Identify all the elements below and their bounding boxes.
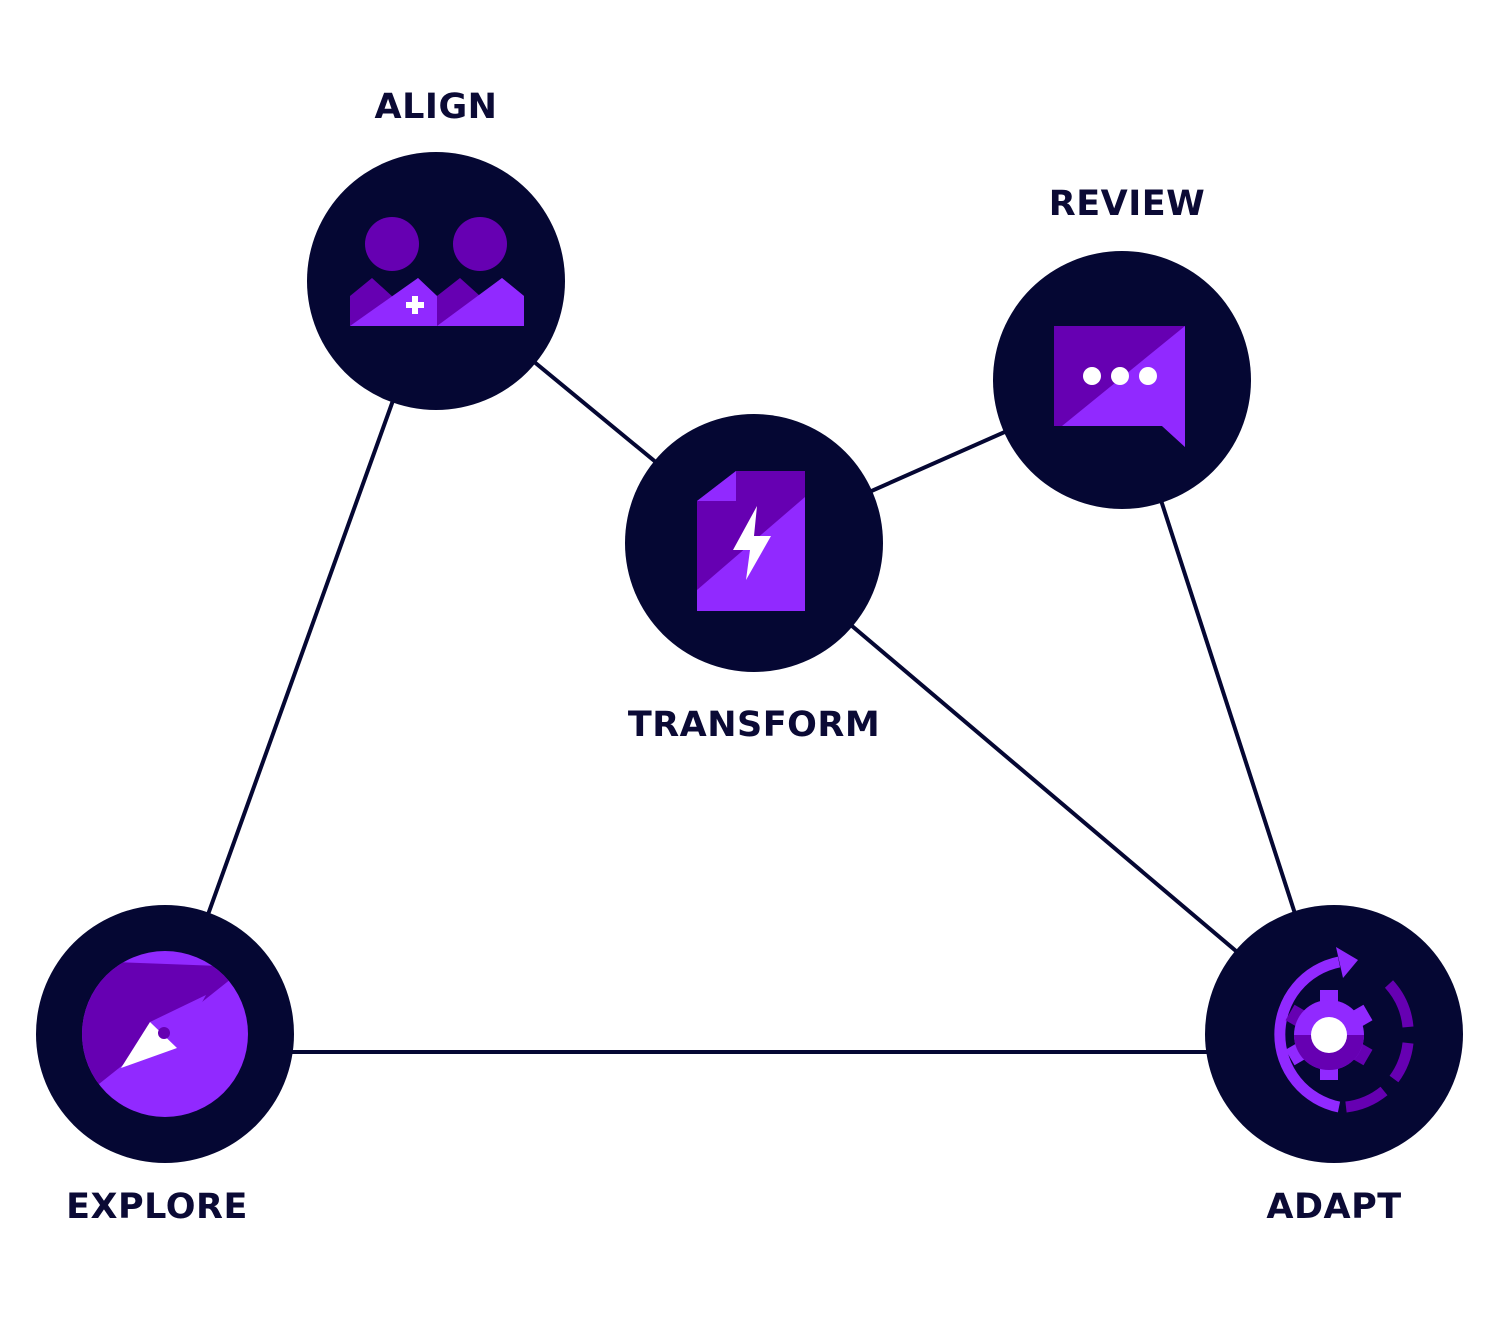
adapt-label: ADAPT [1266,1187,1402,1227]
gear-cycle-icon [1274,947,1414,1113]
review-node [993,251,1251,509]
adapt-node [1205,905,1463,1163]
people-with-plus-icon [350,217,524,326]
align-label: ALIGN [374,87,498,127]
explore-node [36,905,294,1163]
transform-node [625,414,883,672]
explore-label: EXPLORE [66,1187,248,1227]
chat-bubble-icon [1054,326,1185,447]
document-lightning-icon [697,471,805,611]
connection-align-explore [163,280,438,1035]
align-node [307,152,565,410]
review-label: REVIEW [1048,184,1206,224]
compass-icon [82,951,248,1117]
align-circle [307,152,565,410]
transform-label: TRANSFORM [627,705,881,745]
